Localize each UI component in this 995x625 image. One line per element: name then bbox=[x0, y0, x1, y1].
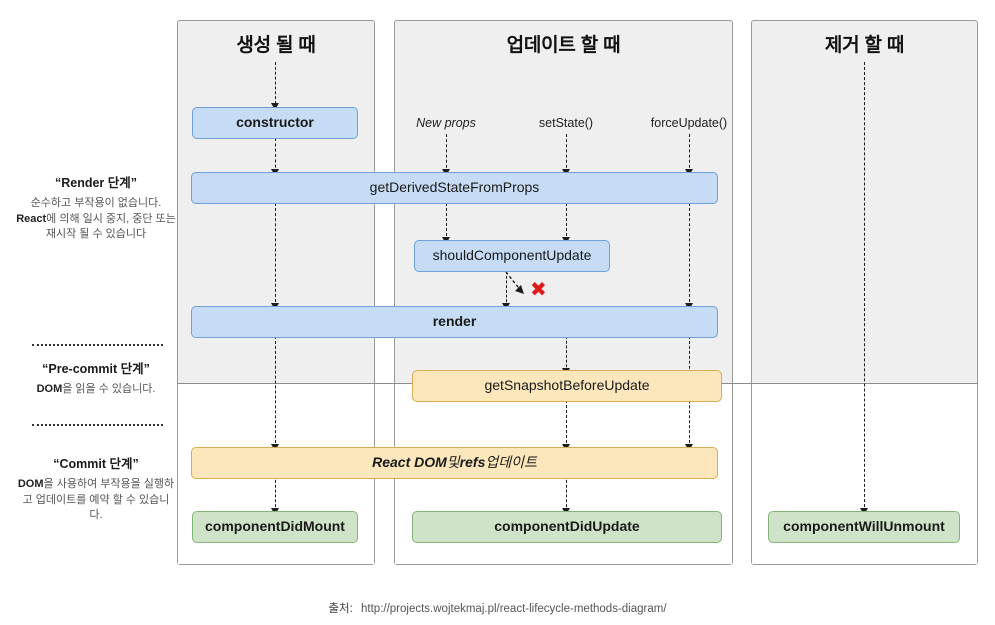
phase-desc-commit: DOM을 사용하여 부작용을 실행하고 업데이트를 예약 할 수 있습니다. bbox=[16, 477, 176, 524]
phase-label-pre-commit: “Pre-commit 단계” DOM을 읽을 수 있습니다. bbox=[16, 358, 176, 398]
source-label: 출처: bbox=[328, 603, 353, 615]
phase-rule-bottom bbox=[32, 424, 163, 426]
node-react-dom-label-part-a: React DOM bbox=[372, 454, 447, 471]
node-component-did-update[interactable]: componentDidUpdate bbox=[412, 511, 722, 543]
phase-desc-render-part2: 에 의해 일시 중지, 중단 또는 재시작 될 수 있습니다 bbox=[45, 212, 176, 241]
phase-desc-pre-commit-part2: 을 읽을 수 있습니다. bbox=[62, 383, 156, 395]
phase-desc-render: 순수하고 부작용이 없습니다. React에 의해 일시 중지, 중단 또는 재… bbox=[16, 196, 176, 243]
phase-desc-commit-part2: 을 사용하여 부작용을 실행하고 업데이트를 예약 할 수 있습니다. bbox=[22, 478, 175, 521]
connector-force-update-to-gdsfp bbox=[689, 134, 690, 173]
phase-title-render: “Render 단계” bbox=[54, 176, 138, 190]
phase-label-commit: “Commit 단계” DOM을 사용하여 부작용을 실행하고 업데이트를 예약… bbox=[16, 453, 176, 524]
connector-snapshot-to-reactdom bbox=[566, 400, 567, 448]
connector-constructor-to-gdsfp bbox=[275, 138, 276, 173]
node-react-dom-label-part-b: 및 bbox=[446, 454, 460, 471]
skip-render-x-icon: ✖ bbox=[530, 277, 547, 301]
column-title-mounting: 생성 될 때 bbox=[236, 35, 316, 56]
connector-new-props-to-gdsfp bbox=[446, 134, 447, 173]
phase-title-pre-commit: “Pre-commit 단계” bbox=[42, 362, 150, 376]
node-get-derived-state-from-props[interactable]: getDerivedStateFromProps bbox=[191, 172, 718, 204]
trigger-force-update: forceUpdate() bbox=[650, 116, 728, 130]
phase-desc-commit-emph: DOM bbox=[17, 478, 44, 490]
phase-desc-pre-commit: DOM을 읽을 수 있습니다. bbox=[16, 382, 176, 398]
connector-title-to-constructor bbox=[275, 62, 276, 104]
connector-gdsfp-to-scu-right bbox=[566, 203, 567, 241]
node-component-did-mount[interactable]: componentDidMount bbox=[192, 511, 358, 543]
connector-render-to-snapshot bbox=[566, 336, 567, 372]
connector-gdsfp-to-render-col1 bbox=[275, 203, 276, 307]
column-title-updating: 업데이트 할 때 bbox=[506, 35, 621, 56]
phase-title-commit: “Commit 단계” bbox=[53, 457, 139, 471]
connector-scu-to-render bbox=[506, 271, 507, 307]
node-react-dom-label-part-d: 업데이트 bbox=[485, 454, 537, 471]
phase-label-render: “Render 단계” 순수하고 부작용이 없습니다. React에 의해 일시… bbox=[16, 172, 176, 243]
phase-desc-render-emph: React bbox=[16, 212, 47, 225]
node-react-dom-label-part-c: refs bbox=[459, 454, 486, 471]
node-get-snapshot-before-update[interactable]: getSnapshotBeforeUpdate bbox=[412, 370, 722, 402]
node-constructor[interactable]: constructor bbox=[192, 107, 358, 139]
skip-render-arrow bbox=[505, 271, 524, 294]
connector-reactdom-to-did-update bbox=[566, 475, 567, 512]
column-title-unmounting: 제거 할 때 bbox=[824, 35, 905, 56]
node-react-dom-and-refs-update[interactable]: React DOM 및 refs 업데이트 bbox=[191, 447, 718, 479]
node-should-component-update[interactable]: shouldComponentUpdate bbox=[414, 240, 610, 272]
arrowhead-constructor bbox=[271, 103, 279, 110]
connector-render-to-reactdom-col1 bbox=[275, 336, 276, 448]
connector-gdsfp-to-scu-left bbox=[446, 203, 447, 241]
node-render[interactable]: render bbox=[191, 306, 718, 338]
phase-rule-top bbox=[32, 344, 163, 346]
trigger-new-props: New props bbox=[416, 116, 476, 130]
connector-title-to-will-unmount bbox=[864, 62, 865, 512]
phase-desc-render-part1: 순수하고 부작용이 없습니다. bbox=[30, 197, 162, 209]
connector-set-state-to-gdsfp bbox=[566, 134, 567, 173]
phase-desc-pre-commit-emph: DOM bbox=[36, 383, 63, 395]
trigger-set-state: setState() bbox=[538, 116, 594, 130]
source-url: http://projects.wojtekmaj.pl/react-lifec… bbox=[361, 603, 667, 615]
node-component-will-unmount[interactable]: componentWillUnmount bbox=[768, 511, 960, 543]
source-footer: 출처: http://projects.wojtekmaj.pl/react-l… bbox=[0, 600, 995, 616]
connector-reactdom-to-did-mount bbox=[275, 475, 276, 512]
connector-gdsfp-to-render-bypass bbox=[689, 203, 690, 307]
